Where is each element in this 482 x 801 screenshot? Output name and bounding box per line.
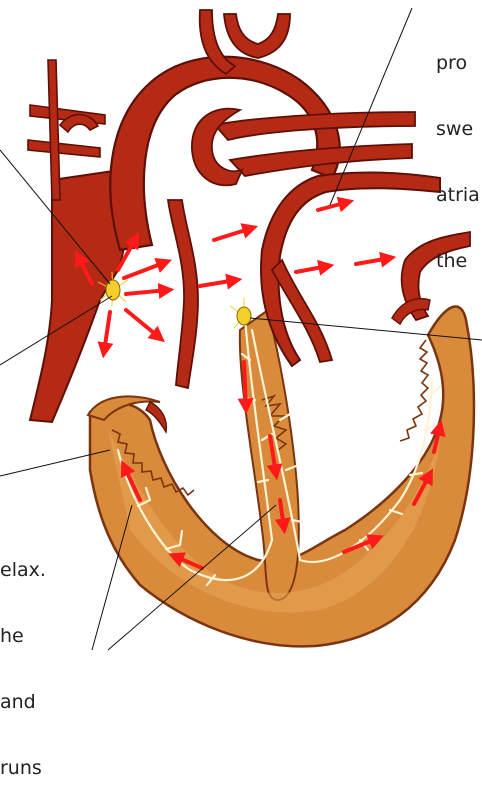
arrow-icon — [104, 312, 110, 352]
heart-conduction-diagram — [0, 0, 482, 658]
pulmonary-artery-upper — [215, 112, 415, 140]
atrioventricular-node-icon — [230, 298, 251, 328]
vessel-branch-left-2 — [28, 140, 100, 157]
arrow-icon — [200, 280, 236, 286]
caption-left-line: elax. — [0, 559, 46, 581]
caption-left: elax. he and runs — [0, 515, 46, 801]
arrow-icon — [126, 290, 168, 294]
caption-right-line: pro — [436, 52, 480, 74]
caption-right-line: swe — [436, 118, 480, 140]
arrow-icon — [356, 258, 390, 264]
caption-left-line: and — [0, 691, 46, 713]
vessel-curl-left — [48, 60, 60, 200]
arrow-icon — [244, 362, 246, 408]
pulmonary-trunk — [192, 109, 242, 186]
caption-right-line: the — [436, 250, 480, 272]
arrow-icon — [124, 262, 166, 278]
central-vessel — [168, 200, 198, 388]
arrow-icon — [214, 228, 252, 240]
arch-branch-2 — [224, 14, 290, 58]
caption-right-line: atria — [436, 184, 480, 206]
arrow-icon — [318, 202, 348, 210]
caption-left-line: runs — [0, 757, 46, 779]
trabeculae-right — [400, 340, 428, 441]
caption-left-line: he — [0, 625, 46, 647]
arrow-icon — [126, 310, 160, 338]
arrow-icon — [296, 266, 328, 272]
caption-right: pro swe atria the — [436, 8, 480, 294]
ventricle-muscle — [90, 306, 474, 646]
